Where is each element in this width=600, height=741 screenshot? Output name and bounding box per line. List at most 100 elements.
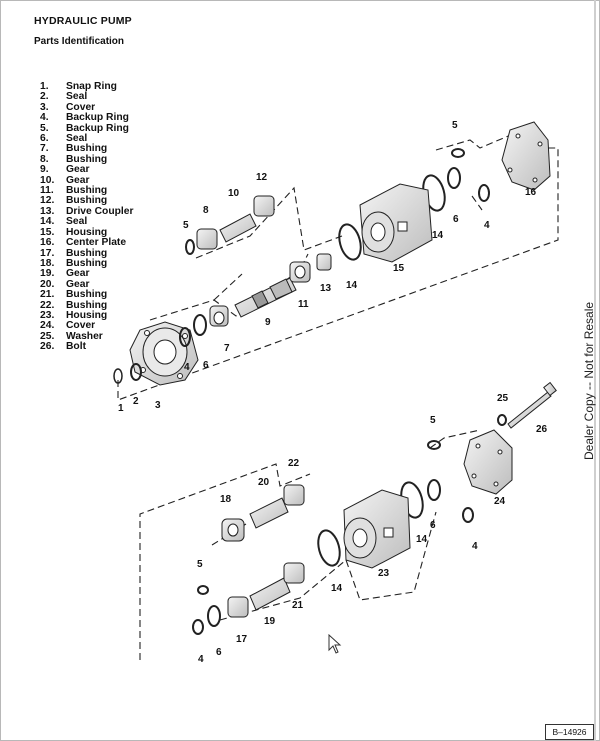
dealer-copy-watermark: Dealer Copy -- Not for Resale <box>582 301 596 460</box>
parts-list-item: 6.Seal <box>40 133 134 145</box>
part-9-gear <box>234 277 297 318</box>
callout-16: 16 <box>525 187 537 198</box>
part-22-bushing <box>283 484 305 506</box>
callout-14-upper-b: 14 <box>432 230 444 241</box>
part-name: Bushing <box>66 289 108 301</box>
part-number: 21. <box>40 289 55 301</box>
part-name: Bushing <box>66 153 108 165</box>
part-name: Gear <box>66 164 90 176</box>
part-number: 15. <box>40 226 55 238</box>
part-number: 17. <box>40 247 55 259</box>
parts-list-item: 15.Housing <box>40 226 134 238</box>
part-number: 4. <box>40 112 49 124</box>
callout-15: 15 <box>393 263 405 274</box>
part-name: Bushing <box>66 143 108 155</box>
callout-17: 17 <box>236 634 248 645</box>
mouse-cursor-icon <box>328 634 342 654</box>
callout-6-upper-right: 6 <box>453 214 459 225</box>
part-21-bushing <box>283 562 305 584</box>
part-number: 14. <box>40 216 55 228</box>
page-subtitle: Parts Identification <box>34 36 125 47</box>
part-2-seal <box>130 363 142 381</box>
callout-6-upper-left: 6 <box>203 360 209 371</box>
callout-14-lower-a: 14 <box>331 583 343 594</box>
part-number: 23. <box>40 309 55 321</box>
part-number: 1. <box>40 81 49 92</box>
part-name: Bushing <box>66 195 108 207</box>
rings-lower-left <box>192 585 221 635</box>
part-number: 11. <box>40 185 54 197</box>
parts-list-item: 9. Gear <box>40 164 134 176</box>
part-5-ring-upper-left <box>185 239 195 255</box>
part-1-snap-ring <box>113 368 123 384</box>
callout-25: 25 <box>497 393 509 404</box>
callout-20: 20 <box>258 477 270 488</box>
part-8-bushing <box>196 228 218 250</box>
parts-list-item: 19. Gear <box>40 268 134 280</box>
callout-11: 11 <box>298 299 309 310</box>
parts-list-item: 11. Bushing <box>40 185 134 197</box>
part-11-bushing <box>289 261 311 283</box>
parts-list-item: 4. Backup Ring <box>40 112 134 124</box>
part-name: Gear <box>66 268 90 280</box>
part-24-cover <box>463 429 513 495</box>
part-name: Snap Ring <box>66 81 117 92</box>
part-number: 13. <box>40 205 55 217</box>
part-number: 18. <box>40 257 55 269</box>
part-number: 10. <box>40 174 55 186</box>
callout-8: 8 <box>203 205 209 216</box>
part-name: Bushing <box>66 185 108 197</box>
callout-19: 19 <box>264 616 276 627</box>
part-name: Washer <box>66 330 103 342</box>
page-edge-scrollbar[interactable] <box>594 0 596 741</box>
part-number: 19. <box>40 268 55 280</box>
part-name: Seal <box>66 133 88 145</box>
callout-14-upper-a: 14 <box>346 280 358 291</box>
parts-list-item: 13.Drive Coupler <box>40 205 134 217</box>
part-number: 25. <box>40 330 55 342</box>
part-26-bolt <box>507 381 557 429</box>
part-17-bushing <box>227 596 249 618</box>
callout-2: 2 <box>133 396 139 407</box>
callout-7: 7 <box>224 343 230 354</box>
callout-26: 26 <box>536 424 548 435</box>
part-name: Seal <box>66 216 88 228</box>
callout-9: 9 <box>265 317 271 328</box>
parts-list-item: 18. Bushing <box>40 257 134 269</box>
parts-list-item: 12.Bushing <box>40 195 134 207</box>
callout-23: 23 <box>378 568 390 579</box>
part-name: Seal <box>66 91 88 103</box>
part-number: 9. <box>40 164 49 176</box>
parts-list-item: 5.Backup Ring <box>40 123 134 134</box>
callout-22: 22 <box>288 458 300 469</box>
callout-21: 21 <box>292 600 304 611</box>
callout-5-upper-left: 5 <box>183 220 189 231</box>
part-name: Housing <box>66 309 108 321</box>
page-title: HYDRAULIC PUMP <box>34 15 132 27</box>
callout-6-lower-right: 6 <box>430 520 436 531</box>
callout-14-lower-b: 14 <box>416 534 428 545</box>
parts-list-item: 14. Seal <box>40 216 134 228</box>
part-name: Cover <box>66 101 96 113</box>
parts-list-item: 16.Center Plate <box>40 237 134 248</box>
parts-list-item: 20.Gear <box>40 279 134 290</box>
part-name: Backup Ring <box>66 112 129 124</box>
part-name: Bushing <box>66 257 108 269</box>
part-20-gear <box>249 497 289 529</box>
part-name: Bolt <box>66 341 87 353</box>
part-13-drive-coupler <box>316 253 332 271</box>
part-12-bushing <box>253 195 275 217</box>
parts-list-item: 10.Gear <box>40 174 134 186</box>
parts-list-item: 8.Bushing <box>40 153 134 165</box>
part-4-6-rings-upper <box>179 314 207 347</box>
callout-13: 13 <box>320 283 332 294</box>
part-25-washer <box>497 414 507 426</box>
callout-5-upper-right: 5 <box>452 120 458 131</box>
callout-3: 3 <box>155 400 161 411</box>
callout-10: 10 <box>228 188 240 199</box>
part-number: 24. <box>40 320 55 332</box>
parts-list-item: 25. Washer <box>40 330 134 342</box>
part-number: 26. <box>40 341 55 353</box>
part-name: Cover <box>66 320 96 332</box>
